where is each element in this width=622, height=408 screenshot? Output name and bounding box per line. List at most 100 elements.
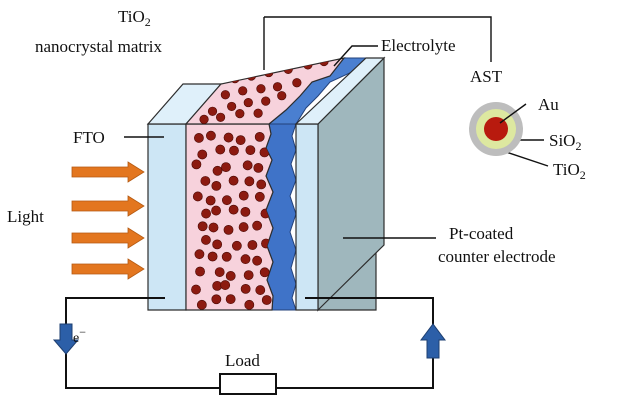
nanoparticle: [191, 159, 202, 170]
sio2-label: SiO2: [549, 131, 581, 153]
nanoparticle: [191, 284, 201, 295]
nanoparticle: [292, 78, 302, 88]
nanoparticle: [199, 114, 209, 124]
nanoparticle: [195, 266, 205, 277]
nanoparticle: [252, 220, 263, 231]
nanoparticle: [235, 135, 246, 146]
nanoparticle: [214, 267, 225, 277]
counter-glass-top: [294, 57, 386, 125]
nanoparticle: [220, 90, 230, 100]
nanoparticle: [221, 251, 232, 262]
nanoparticle: [246, 71, 256, 81]
ast-particle: [469, 102, 527, 156]
nanoparticle: [196, 299, 207, 310]
nanoparticle: [194, 249, 205, 260]
fto-front: [147, 123, 187, 311]
fto-label: FTO: [73, 128, 105, 147]
nanoparticle: [221, 162, 231, 173]
nanoparticle: [215, 112, 226, 122]
nanoparticle: [240, 283, 251, 294]
nanoparticle: [211, 180, 222, 191]
nanoparticle: [205, 195, 216, 206]
nanoparticle: [255, 285, 266, 295]
nanoparticle: [245, 145, 256, 156]
electrolyte-layer-front: [265, 123, 297, 311]
nanoparticles-front: [191, 130, 272, 310]
wire-left: [65, 297, 220, 389]
nanoparticle: [200, 176, 211, 186]
nanoparticle: [240, 254, 251, 265]
wire-right: [276, 297, 434, 389]
electron-flow-arrow: [52, 323, 80, 355]
nanoparticle: [225, 294, 236, 305]
nanoparticle: [244, 176, 255, 187]
pt-label-line2: counter electrode: [438, 247, 556, 266]
light-arrow: [71, 227, 145, 249]
nanoparticle: [228, 175, 239, 186]
au-label: Au: [538, 95, 559, 114]
tio2-matrix-front: [185, 123, 274, 311]
nanoparticle: [201, 235, 211, 245]
light-arrow: [71, 258, 145, 280]
nanoparticle: [261, 295, 272, 305]
nanoparticle: [247, 240, 258, 250]
nanoparticle: [192, 191, 203, 202]
nanoparticle: [264, 67, 274, 78]
nanoparticle: [242, 160, 253, 171]
nanoparticle: [194, 133, 204, 143]
nanoparticle: [212, 165, 223, 176]
tio2-matrix-label-line2: nanocrystal matrix: [35, 37, 162, 56]
tio2-shell-label: TiO2: [553, 160, 586, 182]
nanoparticle: [243, 270, 254, 281]
nanoparticle: [220, 280, 231, 290]
nanoparticle: [201, 208, 211, 219]
nanoparticle: [207, 106, 218, 116]
electron-label: e−: [73, 325, 86, 346]
load-resistor: [219, 373, 277, 395]
nanoparticle: [253, 108, 263, 118]
nanoparticle: [197, 221, 208, 232]
light-arrow: [71, 161, 145, 183]
nanoparticle: [208, 222, 219, 233]
light-arrows: [71, 161, 145, 280]
electrolyte-label: Electrolyte: [381, 36, 456, 55]
nanoparticle: [206, 130, 216, 141]
nanoparticle: [223, 224, 234, 235]
nanoparticle: [259, 267, 270, 278]
nanoparticle: [225, 271, 236, 281]
tio2-matrix-top: [184, 57, 346, 125]
nanoparticle: [254, 131, 265, 142]
nanoparticle: [252, 255, 263, 266]
nanoparticle: [243, 97, 253, 108]
load-label: Load: [225, 351, 260, 370]
nanoparticle: [207, 251, 218, 262]
nanoparticle: [222, 195, 232, 206]
external-circuit: [52, 297, 446, 395]
nanoparticle: [223, 132, 234, 143]
nanoparticle: [238, 222, 249, 232]
light-arrow: [71, 195, 145, 217]
electrolyte-leader: [333, 45, 378, 67]
nanoparticle: [256, 179, 267, 190]
nanoparticle: [211, 294, 222, 305]
counter-glass-front: [295, 123, 319, 311]
nanoparticle: [227, 101, 237, 112]
nanoparticle: [277, 91, 287, 101]
nanoparticle: [197, 149, 208, 160]
nanoparticle: [254, 191, 265, 202]
ast-leader: [264, 16, 492, 62]
nanoparticle: [272, 82, 283, 92]
pt-label-line1: Pt-coated: [449, 224, 514, 243]
current-flow-arrow: [420, 323, 446, 359]
ast-label: AST: [470, 67, 503, 86]
nanoparticle: [240, 206, 251, 217]
nanoparticle: [238, 86, 248, 96]
nanoparticle: [253, 162, 264, 173]
tio2-matrix-label-line1: TiO2: [118, 7, 151, 29]
nanoparticle: [256, 84, 266, 94]
nanoparticle: [228, 204, 239, 215]
solar-cell: [146, 56, 386, 312]
nanoparticle: [215, 144, 226, 155]
au-leader: [499, 103, 527, 124]
